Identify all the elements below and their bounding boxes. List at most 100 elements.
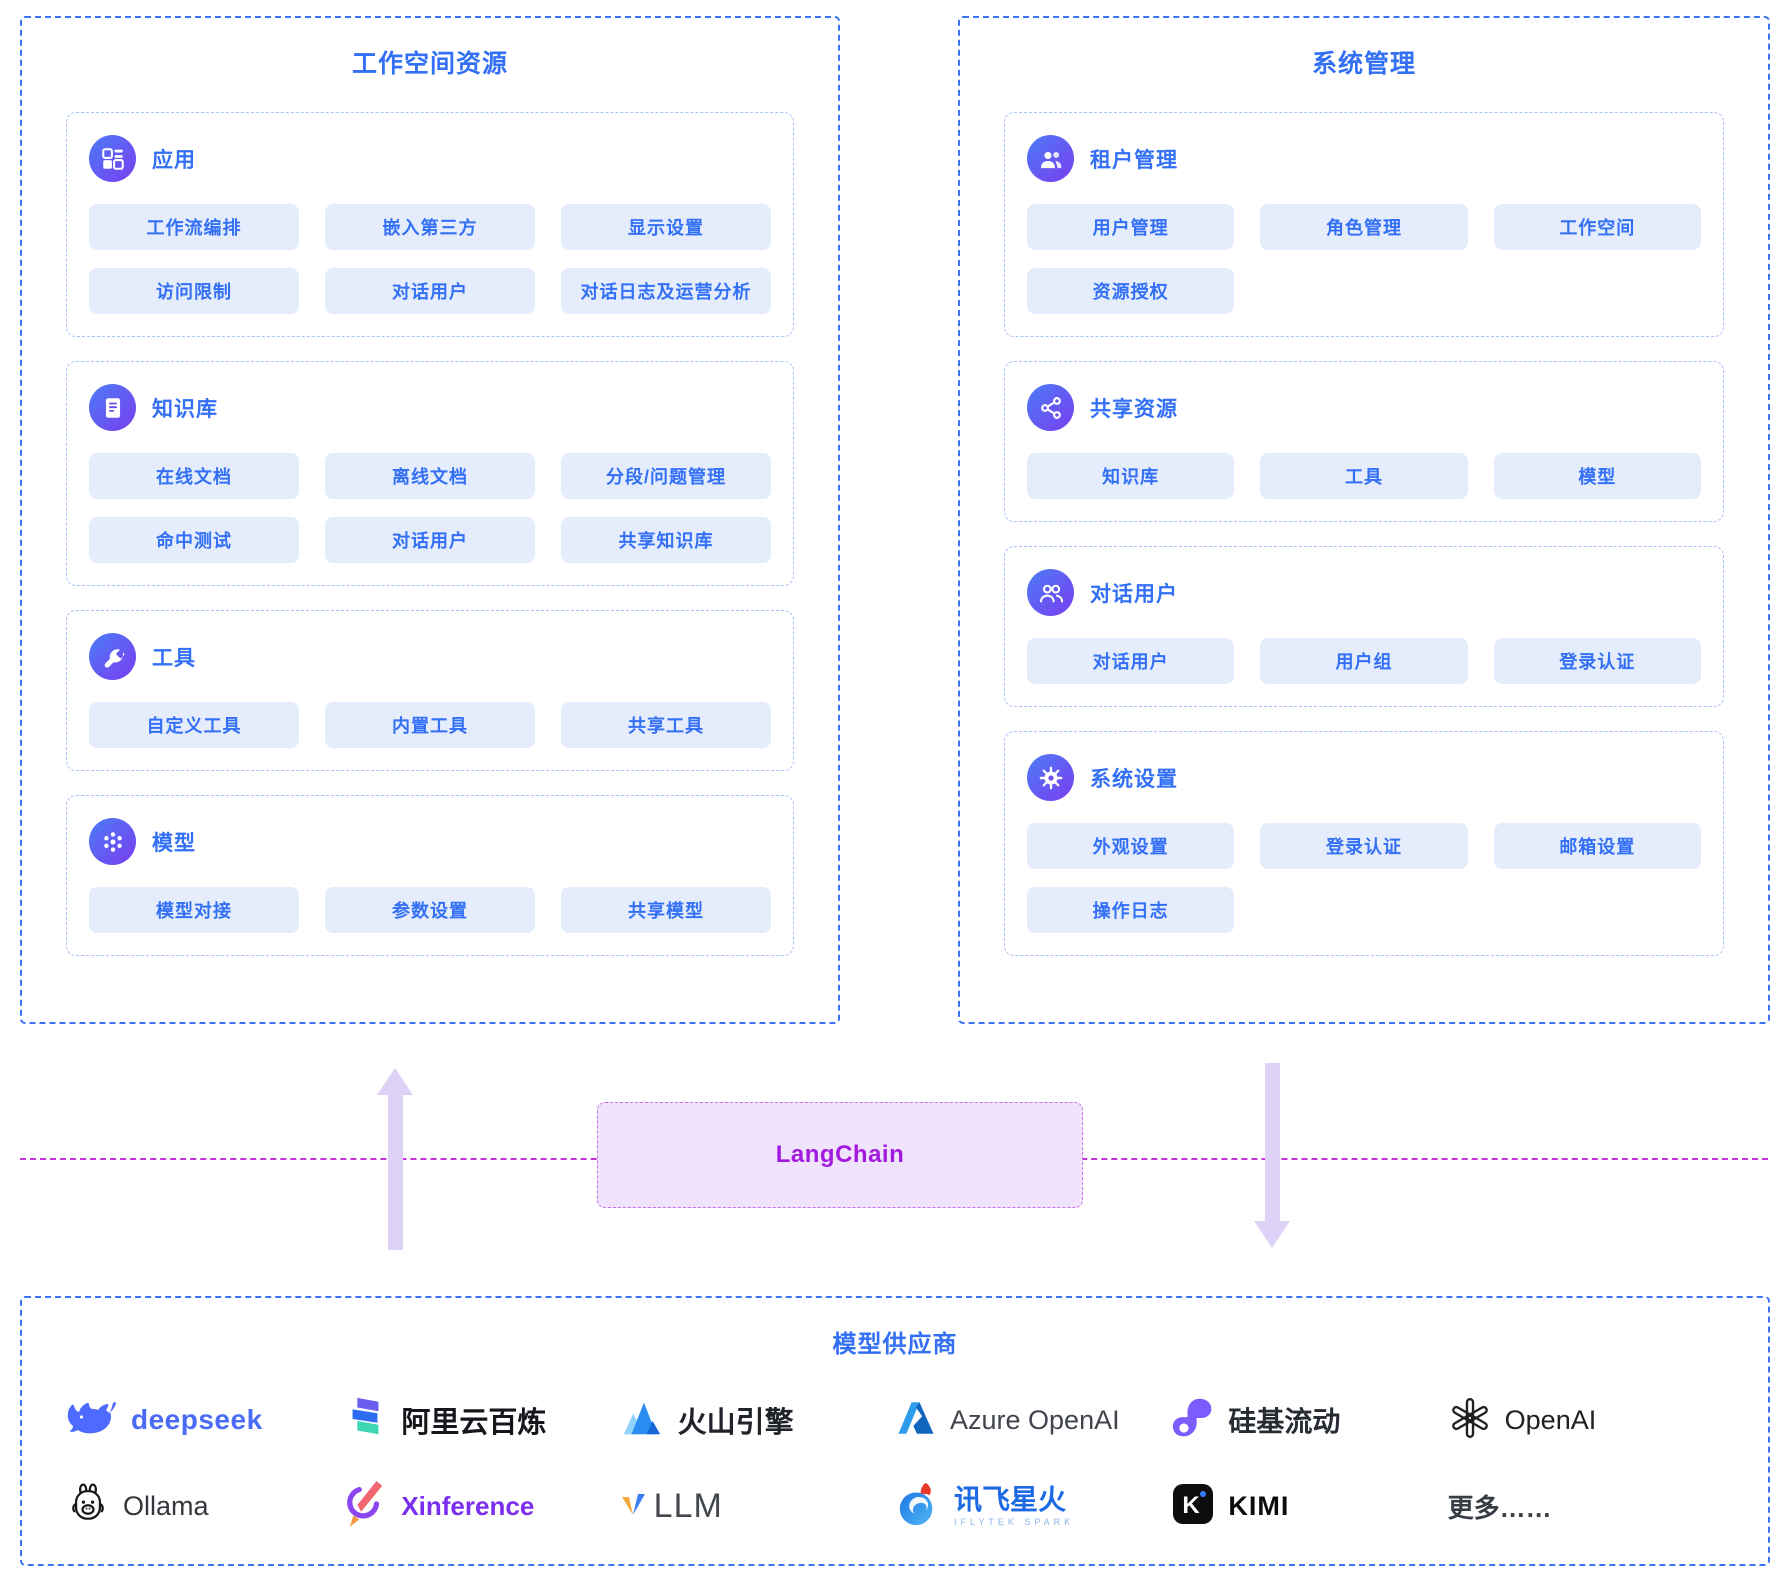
apps-icon	[89, 135, 136, 182]
kimi-icon: K	[1171, 1482, 1215, 1531]
section-system-settings: 系统设置 外观设置 登录认证 邮箱设置 操作日志	[1004, 731, 1724, 956]
section-title: 对话用户	[1090, 582, 1178, 606]
feature-button[interactable]: 对话用户	[325, 517, 535, 563]
section-knowledge-buttons: 在线文档 离线文档 分段/问题管理 命中测试 对话用户 共享知识库	[89, 453, 771, 563]
provider-kimi[interactable]: K KIMI	[1171, 1482, 1289, 1531]
feature-button[interactable]: 对话日志及运营分析	[561, 268, 771, 314]
top-panels: 工作空间资源 应用 工作流编排 嵌入第三方 显示设置 访问限制 对话用户 对话日…	[20, 16, 1770, 1024]
feature-button[interactable]: 资源授权	[1027, 268, 1235, 314]
chat-users-icon	[1027, 569, 1074, 616]
iflytek-spark-icon	[895, 1479, 941, 1534]
langchain-box: LangChain	[597, 1102, 1083, 1208]
feature-button[interactable]: 内置工具	[325, 702, 535, 748]
feature-button[interactable]: 登录认证	[1493, 638, 1701, 684]
system-panel-title: 系统管理	[1311, 50, 1416, 78]
provider-ollama[interactable]: Ollama	[66, 1480, 209, 1533]
provider-volcengine[interactable]: 火山引擎	[619, 1395, 794, 1446]
feature-button[interactable]: 对话用户	[325, 268, 535, 314]
provider-label: Ollama	[123, 1490, 209, 1521]
model-atom-icon	[89, 818, 136, 865]
feature-button[interactable]: 嵌入第三方	[325, 204, 535, 250]
section-shared-buttons: 知识库 工具 模型	[1027, 453, 1701, 499]
section-title: 系统设置	[1090, 767, 1178, 791]
langchain-label: LangChain	[775, 1141, 905, 1168]
feature-button[interactable]: 登录认证	[1260, 823, 1468, 869]
section-shared-resources: 共享资源 知识库 工具 模型	[1004, 361, 1724, 522]
feature-button[interactable]: 分段/问题管理	[561, 453, 771, 499]
provider-xinference[interactable]: Xinference	[342, 1479, 534, 1534]
feature-button[interactable]: 命中测试	[89, 517, 299, 563]
arrow-up-icon	[377, 1068, 413, 1250]
provider-aliyun-bailian[interactable]: 阿里云百炼	[342, 1395, 546, 1446]
feature-button[interactable]: 离线文档	[325, 453, 535, 499]
feature-button[interactable]: 显示设置	[561, 204, 771, 250]
feature-button[interactable]: 参数设置	[325, 887, 535, 933]
feature-button[interactable]: 外观设置	[1027, 823, 1235, 869]
section-tenant-header: 租户管理	[1027, 135, 1701, 182]
feature-button[interactable]: 角色管理	[1260, 204, 1468, 250]
section-title: 模型	[152, 831, 196, 855]
provider-deepseek[interactable]: deepseek	[66, 1399, 263, 1442]
feature-button[interactable]: 模型对接	[89, 887, 299, 933]
feature-button[interactable]: 访问限制	[89, 268, 299, 314]
section-models-header: 模型	[89, 818, 771, 865]
feature-button[interactable]: 用户组	[1260, 638, 1468, 684]
provider-more[interactable]: 更多……	[1448, 1488, 1552, 1525]
openai-knot-icon	[1448, 1396, 1492, 1445]
feature-button[interactable]: 用户管理	[1027, 204, 1235, 250]
section-tools-header: 工具	[89, 633, 771, 680]
provider-label: OpenAI	[1504, 1404, 1597, 1435]
feature-button[interactable]: 工具	[1260, 453, 1468, 499]
section-tenant-buttons: 用户管理 角色管理 工作空间 资源授权	[1027, 204, 1701, 314]
provider-label: LLM	[653, 1486, 723, 1525]
provider-label-group: 讯飞星火 IFLYTEK SPARK	[954, 1483, 1074, 1527]
azure-icon	[895, 1397, 937, 1444]
section-title: 应用	[152, 148, 196, 172]
provider-iflytek-spark[interactable]: 讯飞星火 IFLYTEK SPARK	[895, 1479, 1074, 1534]
feature-button[interactable]: 工作流编排	[89, 204, 299, 250]
section-settings-buttons: 外观设置 登录认证 邮箱设置 操作日志	[1027, 823, 1701, 933]
section-shared-header: 共享资源	[1027, 384, 1701, 431]
provider-label: Azure OpenAI	[950, 1404, 1120, 1435]
xinference-icon	[342, 1479, 388, 1534]
model-providers-panel: 模型供应商 deepseek 阿里云百炼 火山引擎 Azure OpenAI	[20, 1296, 1770, 1566]
section-models-buttons: 模型对接 参数设置 共享模型	[89, 887, 771, 933]
tenant-users-icon	[1027, 135, 1074, 182]
feature-button[interactable]: 共享模型	[561, 887, 771, 933]
section-apps: 应用 工作流编排 嵌入第三方 显示设置 访问限制 对话用户 对话日志及运营分析	[66, 112, 794, 337]
provider-openai[interactable]: OpenAI	[1448, 1396, 1597, 1445]
feature-button[interactable]: 在线文档	[89, 453, 299, 499]
provider-label: 讯飞星火	[954, 1483, 1067, 1515]
feature-button[interactable]: 共享工具	[561, 702, 771, 748]
feature-button[interactable]: 操作日志	[1027, 887, 1235, 933]
section-title: 租户管理	[1090, 148, 1178, 172]
providers-panel-title: 模型供应商	[832, 1331, 958, 1358]
section-models: 模型 模型对接 参数设置 共享模型	[66, 795, 794, 956]
feature-button[interactable]: 自定义工具	[89, 702, 299, 748]
provider-label: Xinference	[401, 1490, 535, 1521]
feature-button[interactable]: 知识库	[1027, 453, 1235, 499]
providers-row-2: Ollama Xinference LLM 讯飞星火 IFLYTEK SPARK	[66, 1473, 1724, 1539]
ollama-llama-icon	[66, 1480, 110, 1533]
provider-azure-openai[interactable]: Azure OpenAI	[895, 1397, 1120, 1444]
workspace-resources-panel: 工作空间资源 应用 工作流编排 嵌入第三方 显示设置 访问限制 对话用户 对话日…	[20, 16, 840, 1024]
feature-button[interactable]: 模型	[1493, 453, 1701, 499]
volcengine-mountain-icon	[619, 1395, 665, 1446]
provider-label: deepseek	[131, 1404, 263, 1435]
provider-vllm[interactable]: LLM	[619, 1487, 723, 1526]
section-chat-users: 对话用户 对话用户 用户组 登录认证	[1004, 546, 1724, 707]
feature-button[interactable]: 共享知识库	[561, 517, 771, 563]
section-settings-header: 系统设置	[1027, 754, 1701, 801]
provider-label: 更多……	[1447, 1492, 1552, 1523]
arrow-down-icon	[1254, 1063, 1290, 1248]
section-knowledge-header: 知识库	[89, 384, 771, 431]
deepseek-whale-icon	[66, 1399, 118, 1442]
knowledge-base-icon	[89, 384, 136, 431]
feature-button[interactable]: 对话用户	[1027, 638, 1235, 684]
feature-button[interactable]: 邮箱设置	[1493, 823, 1701, 869]
feature-button[interactable]: 工作空间	[1493, 204, 1701, 250]
section-chat-users-header: 对话用户	[1027, 569, 1701, 616]
provider-label: KIMI	[1228, 1490, 1290, 1521]
provider-siliconflow[interactable]: 硅基流动	[1171, 1396, 1340, 1445]
vllm-v-icon	[619, 1489, 649, 1524]
